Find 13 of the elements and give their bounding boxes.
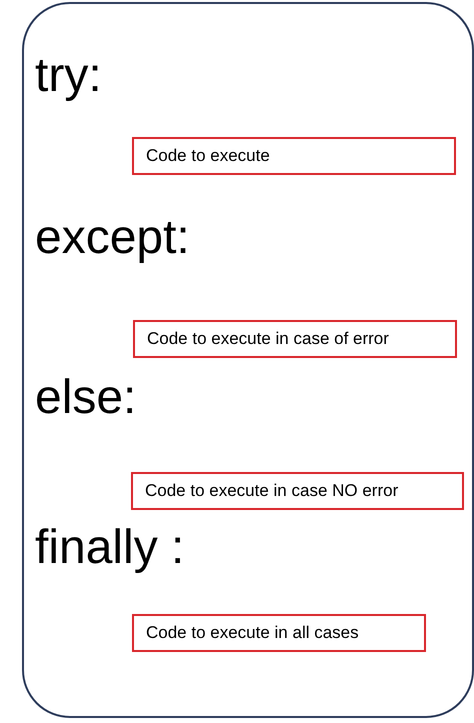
code-box: [133, 320, 457, 358]
code-box: [132, 614, 426, 652]
keyword-text: try:: [35, 52, 102, 100]
keyword-text: except:: [35, 214, 190, 262]
code-box: [131, 472, 464, 510]
rounded-panel: [22, 2, 474, 718]
box-text: Code to execute in case of error: [147, 328, 389, 350]
keyword-text: else:: [35, 374, 136, 422]
keyword-text: finally :: [35, 524, 184, 572]
box-text: Code to execute in case NO error: [145, 480, 398, 502]
code-box: [132, 137, 456, 175]
box-text: Code to execute: [146, 145, 270, 167]
box-text: Code to execute in all cases: [146, 622, 359, 644]
